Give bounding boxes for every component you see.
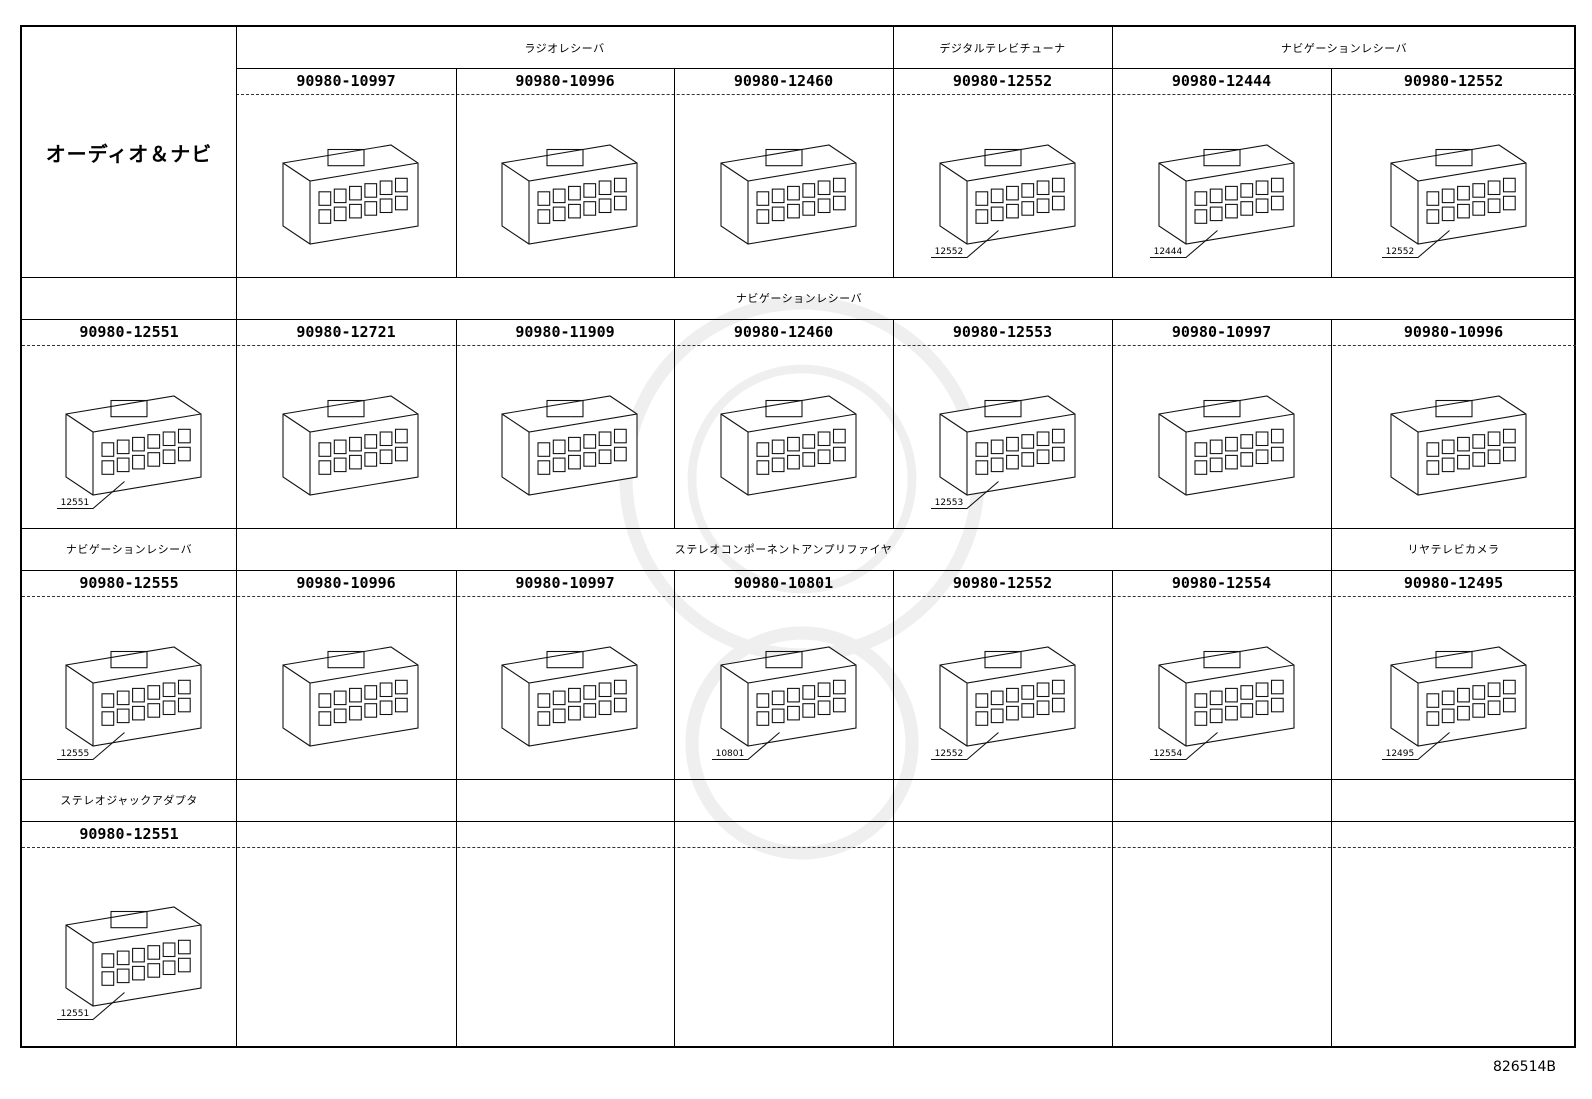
- connector-drawing: 12552: [1381, 144, 1527, 259]
- rule: [456, 319, 457, 528]
- category-label: ステレオジャックアダプタ: [60, 794, 198, 807]
- connector-drawing: 12553: [930, 395, 1076, 510]
- rule: [236, 27, 237, 1048]
- callout-label: 12551: [61, 1009, 90, 1019]
- rule: [22, 319, 1576, 320]
- connector-drawing: 10801: [711, 646, 857, 761]
- rule: [1112, 570, 1113, 1048]
- connector-drawing: 12551: [57, 395, 202, 510]
- part-number[interactable]: 90980-12552: [952, 72, 1053, 90]
- connector-drawing: [282, 646, 419, 747]
- rule: [674, 68, 675, 277]
- part-number[interactable]: 90980-10996: [1403, 323, 1504, 341]
- part-number[interactable]: 90980-12553: [952, 323, 1053, 341]
- part-number[interactable]: 90980-10996: [515, 72, 615, 90]
- callout-label: 12551: [61, 498, 90, 508]
- rule: [1331, 528, 1332, 1048]
- part-number[interactable]: 90980-12552: [952, 574, 1053, 592]
- rule: [456, 68, 457, 277]
- rule: [22, 570, 1576, 571]
- callout-label: 12552: [1385, 247, 1414, 257]
- rule: [1112, 319, 1113, 528]
- connector-drawing: [282, 395, 419, 496]
- connector-drawing: [719, 395, 857, 496]
- rule: [22, 847, 1576, 848]
- callout-label: 10801: [715, 749, 744, 759]
- callout-label: 12554: [1153, 749, 1182, 759]
- connector-drawing: 12554: [1149, 646, 1295, 761]
- rule: [456, 570, 457, 1048]
- part-number[interactable]: 90980-12551: [79, 323, 179, 341]
- rule: [236, 68, 1576, 69]
- part-number[interactable]: 90980-10996: [296, 574, 396, 592]
- rule: [22, 528, 1576, 529]
- category-label: ナビゲーションレシーバ: [735, 292, 863, 305]
- connector-drawing: [282, 144, 419, 245]
- connector-drawing: [719, 144, 857, 245]
- rule: [674, 570, 675, 1048]
- part-number[interactable]: 90980-12495: [1403, 574, 1504, 592]
- part-number[interactable]: 90980-10997: [296, 72, 396, 90]
- rule: [22, 821, 1576, 822]
- part-number[interactable]: 90980-11909: [515, 323, 615, 341]
- part-number[interactable]: 90980-10801: [733, 574, 834, 592]
- callout-label: 12552: [934, 749, 963, 759]
- page-title: オーディオ＆ナビ: [45, 141, 213, 166]
- rule: [1331, 319, 1332, 528]
- category-label: ステレオコンポーネントアンプリファイヤ: [674, 543, 893, 556]
- figure-code: 826514B: [1492, 1059, 1556, 1075]
- category-label: リヤテレビカメラ: [1407, 543, 1500, 556]
- part-number[interactable]: 90980-12460: [733, 72, 834, 90]
- part-number[interactable]: 90980-12554: [1171, 574, 1272, 592]
- rule: [893, 570, 894, 1048]
- rule: [1331, 68, 1332, 277]
- part-number[interactable]: 90980-12555: [79, 574, 179, 592]
- part-number[interactable]: 90980-12460: [733, 323, 834, 341]
- callout-label: 12495: [1385, 749, 1414, 759]
- connector-drawing: 12444: [1149, 144, 1295, 259]
- connector-drawing: 12552: [930, 646, 1076, 761]
- rule: [22, 345, 1576, 346]
- callout-label: 12555: [61, 749, 90, 759]
- part-number[interactable]: 90980-12552: [1403, 72, 1504, 90]
- category-label: ラジオレシーバ: [524, 41, 605, 55]
- parts-table: オーディオ＆ナビ ラジオレシーバ デジタルテレビチューナ ナビゲーションレシーバ…: [20, 25, 1576, 1048]
- connector-drawing: 12552: [930, 144, 1076, 259]
- rule: [22, 779, 1576, 780]
- part-number[interactable]: 90980-12551: [79, 825, 179, 843]
- category-label: ナビゲーションレシーバ: [1280, 41, 1408, 55]
- rule: [1112, 27, 1113, 277]
- rule: [893, 27, 894, 277]
- part-number[interactable]: 90980-10997: [515, 574, 615, 592]
- connector-drawing: [501, 144, 638, 245]
- connector-drawing: [501, 395, 638, 496]
- callout-label: 12552: [934, 247, 963, 257]
- rule: [674, 319, 675, 528]
- rule: [236, 94, 1576, 95]
- part-number[interactable]: 90980-12444: [1171, 72, 1272, 90]
- category-label: デジタルテレビチューナ: [939, 41, 1066, 55]
- connector-drawing: 12555: [57, 646, 202, 761]
- callout-label: 12444: [1153, 247, 1182, 257]
- connector-drawing: [501, 646, 638, 747]
- connector-drawing: 12495: [1381, 646, 1527, 761]
- connector-drawing: [1389, 395, 1527, 496]
- part-number[interactable]: 90980-10997: [1171, 323, 1272, 341]
- rule: [22, 596, 1576, 597]
- category-label: ナビゲーションレシーバ: [65, 543, 193, 556]
- rule: [893, 319, 894, 528]
- rule: [22, 277, 1576, 278]
- callout-label: 12553: [934, 498, 963, 508]
- connector-drawing: [1157, 395, 1295, 496]
- connector-drawing: 12551: [57, 906, 202, 1021]
- part-number[interactable]: 90980-12721: [296, 323, 396, 341]
